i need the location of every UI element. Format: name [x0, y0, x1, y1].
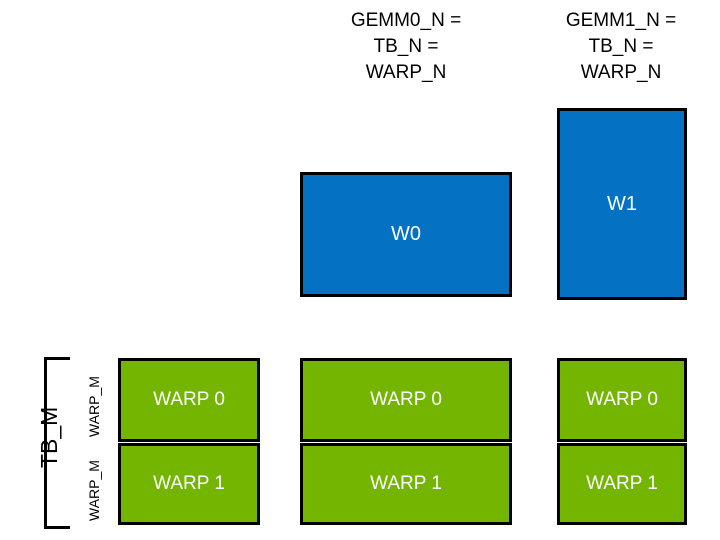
warp-cell-col0-warp0[interactable]: WARP 0 — [118, 358, 260, 442]
warp-tile-w0-label: W0 — [391, 223, 421, 245]
warp-cell-label: WARP 1 — [370, 473, 442, 494]
header-gemm0-n: GEMM0_N = TB_N = WARP_N — [350, 10, 462, 83]
warp-cell-label: WARP 0 — [153, 389, 225, 410]
warp-cell-label: WARP 0 — [586, 389, 658, 410]
tb-m-bracket — [44, 357, 70, 529]
warp-tile-w0[interactable]: W0 — [300, 172, 512, 297]
warp-cell-label: WARP 0 — [370, 389, 442, 410]
warp-cell-label: WARP 1 — [153, 473, 225, 494]
warp-cell-col1-warp1[interactable]: WARP 1 — [300, 443, 512, 525]
warp-cell-col1-warp0[interactable]: WARP 0 — [300, 358, 512, 442]
warp-cell-col0-warp1[interactable]: WARP 1 — [118, 443, 260, 525]
axis-label-warp-m-bottom: WARP_M — [86, 460, 102, 521]
warp-tile-w1[interactable]: W1 — [557, 108, 687, 300]
warp-cell-label: WARP 1 — [586, 473, 658, 494]
warp-cell-col2-warp0[interactable]: WARP 0 — [557, 358, 687, 442]
warp-tile-w1-label: W1 — [607, 192, 637, 215]
header-gemm1-n: GEMM1_N = TB_N = WARP_N — [565, 10, 677, 83]
warp-cell-col2-warp1[interactable]: WARP 1 — [557, 443, 687, 525]
axis-label-warp-m-top: WARP_M — [86, 376, 102, 437]
